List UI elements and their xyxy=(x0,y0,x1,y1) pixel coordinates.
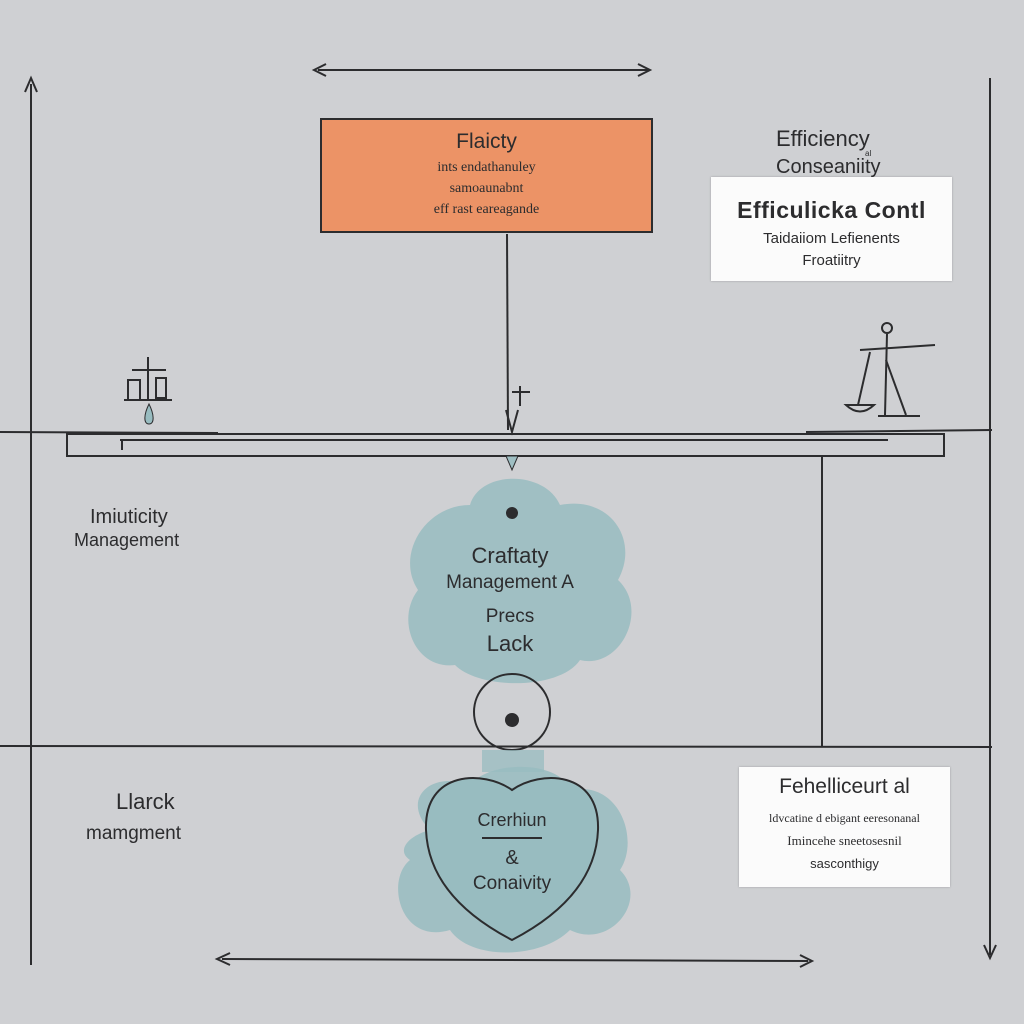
left-scale-icon xyxy=(124,357,172,401)
center-small-scale-icon xyxy=(505,386,530,436)
heart-shape xyxy=(424,777,600,942)
upper-cloud-dot xyxy=(506,507,518,519)
top-card-line-1: Taidaiiom Lefienents xyxy=(763,230,900,247)
left-mid-label-line-1: Imiuticity xyxy=(90,506,168,528)
left-low-label-line-1: Llarck xyxy=(116,789,175,814)
bottom-arrow-left-head xyxy=(214,952,231,966)
cloud-text-line-4: Lack xyxy=(486,631,534,656)
justice-figure-icon xyxy=(843,322,936,417)
left-water-drop-icon xyxy=(144,402,154,425)
center-vertical-connector xyxy=(506,233,509,431)
bottom-card-line-1: ldvcatine d ebigant eeresonanal xyxy=(769,811,920,825)
right-axis-arrowhead xyxy=(983,944,997,961)
center-drop-icon xyxy=(505,455,519,472)
central-beam xyxy=(66,433,945,457)
orange-box-title: Flaicty xyxy=(456,130,517,153)
top-arrow-right-head xyxy=(637,63,653,77)
heart-text-line-1: Crerhiun xyxy=(477,810,547,830)
bottom-arrow-right-head xyxy=(799,954,815,968)
cloud-text-line-1: Craftaty xyxy=(471,543,549,568)
orange-box-line-3: eff rast eareagande xyxy=(433,202,540,217)
left-shelf-line xyxy=(0,431,219,434)
orange-concept-box: Flaicty ints endathanuley samoaunabnt ef… xyxy=(320,118,653,233)
ring-node xyxy=(473,673,551,751)
efficiency-subscript: al xyxy=(865,149,872,158)
orange-box-line-1: ints endathanuley xyxy=(437,160,536,175)
bottom-card-title: Fehelliceurt al xyxy=(779,775,910,798)
ring-node-dot xyxy=(505,713,519,727)
bottom-card-line-3: sasconthigy xyxy=(810,856,879,871)
conseaniity-heading: Conseaniity xyxy=(776,156,881,178)
bottom-right-note-card: Fehelliceurt al ldvcatine d ebigant eere… xyxy=(739,767,950,887)
right-shelf-line xyxy=(805,429,993,433)
top-arrow-left-head xyxy=(311,63,327,77)
heart-text-line-3: Conaivity xyxy=(472,873,552,894)
top-card-title: Efficulicka Contl xyxy=(737,197,926,223)
efficiency-heading: Efficiency xyxy=(776,126,870,151)
left-axis-arrowhead xyxy=(24,75,38,93)
heart-text-line-2: & xyxy=(505,847,519,869)
top-right-note-card: Efficulicka Contl Taidaiiom Lefienents F… xyxy=(711,177,952,281)
bottom-horizontal-arrow-line xyxy=(221,958,809,962)
upper-cloud-shape xyxy=(408,478,632,684)
left-mid-label-line-2: Management xyxy=(74,530,180,550)
orange-box-line-2: samoaunabnt xyxy=(449,181,524,196)
cloud-text-line-3: Precs xyxy=(485,606,535,627)
top-card-line-2: Froatiitry xyxy=(802,252,861,269)
bottom-card-line-2: Imincehe sneetosesnil xyxy=(787,833,902,848)
left-low-label-line-2: mamgment xyxy=(86,823,182,844)
cloud-text-line-2: Management A xyxy=(446,572,574,593)
